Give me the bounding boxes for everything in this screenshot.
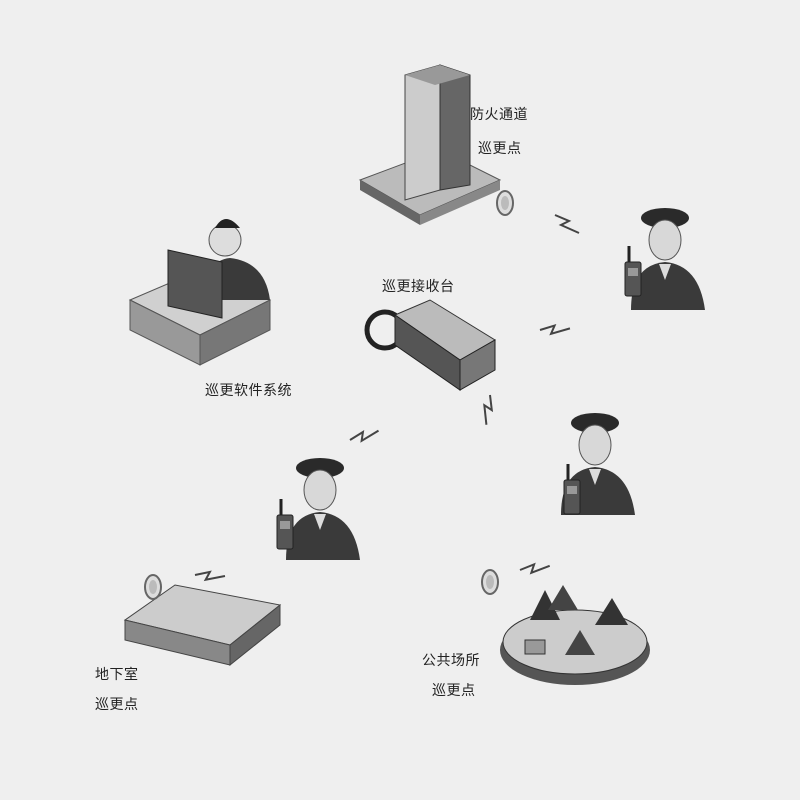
basement-label: 地下室 bbox=[95, 667, 139, 683]
fire-exit-checkpoint-label: 巡更点 bbox=[478, 141, 522, 157]
public-place-illustration bbox=[500, 585, 650, 685]
public-place-checkpoint-label: 巡更点 bbox=[432, 683, 476, 699]
fire-exit-label: 防火通道 bbox=[470, 107, 528, 123]
software-system-label: 巡更软件系统 bbox=[205, 383, 292, 399]
building-illustration bbox=[358, 64, 502, 225]
guard-top-right bbox=[623, 207, 706, 311]
computer-desk-illustration bbox=[128, 219, 272, 366]
basement-illustration bbox=[123, 584, 282, 667]
checkpoint-tag-icon bbox=[144, 574, 162, 600]
checkpoint-tag-icon bbox=[496, 190, 514, 216]
receiver-label: 巡更接收台 bbox=[382, 279, 455, 295]
checkpoint-tag-icon bbox=[481, 569, 499, 595]
receiver-device-illustration bbox=[364, 299, 496, 391]
basement-checkpoint-label: 巡更点 bbox=[95, 697, 139, 713]
guard-middle-left bbox=[275, 457, 361, 561]
public-place-label: 公共场所 bbox=[422, 653, 480, 669]
guard-middle-right bbox=[560, 412, 636, 516]
